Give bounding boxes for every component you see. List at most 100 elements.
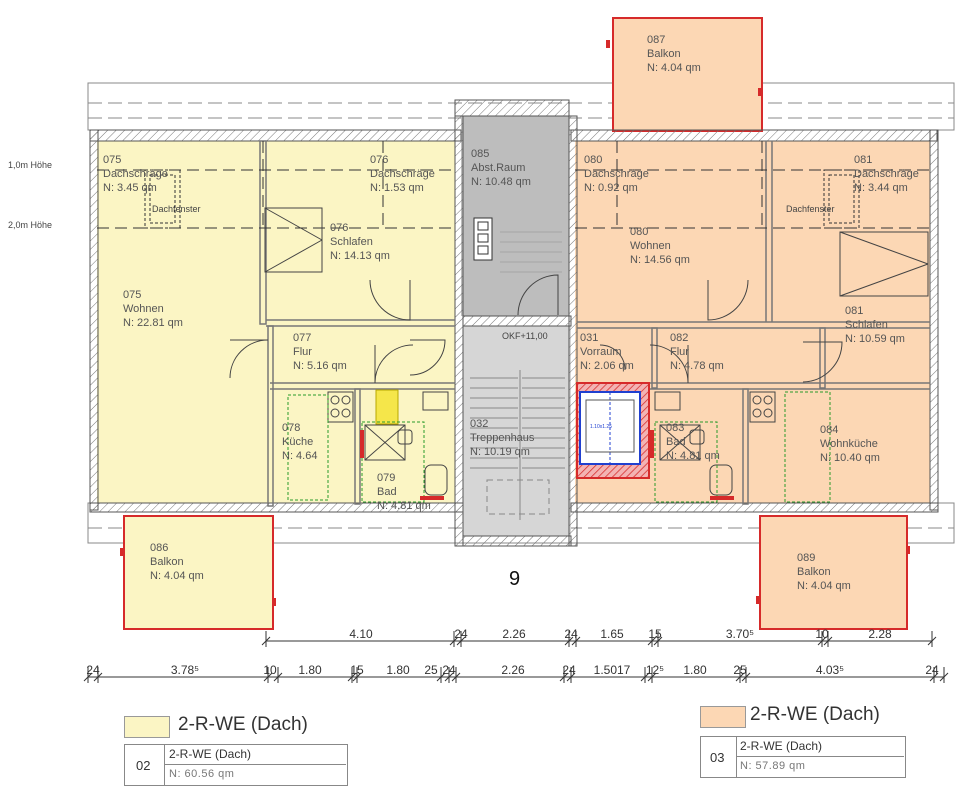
- room-075a-num: 075: [103, 154, 121, 166]
- room-078-name: Küche: [282, 436, 313, 448]
- red-markers: [120, 40, 910, 606]
- legend-left-number: 02: [136, 758, 151, 773]
- room-086-area: N: 4.04 qm: [150, 570, 204, 582]
- room-087-name: Balkon: [647, 48, 681, 60]
- dim-upper-value: 2.28: [868, 627, 892, 641]
- dim-lower-value: 12⁵: [646, 663, 664, 677]
- room-031-area: N: 2.06 qm: [580, 360, 634, 372]
- legend-right-area: N: 57.89 qm: [740, 760, 806, 772]
- dim-lower-value: 24: [925, 663, 939, 677]
- room-081-name: Schlafen: [845, 319, 888, 331]
- room-086-name: Balkon: [150, 556, 184, 568]
- room-076a-num: 076: [370, 154, 388, 166]
- balcony-086: [123, 515, 274, 630]
- room-085-name: Abst.Raum: [471, 162, 525, 174]
- room-081a-num: 081: [854, 154, 872, 166]
- dim-upper-value: 24: [564, 627, 578, 641]
- dim-upper-value: 2.26: [502, 627, 526, 641]
- room-081-area: N: 10.59 qm: [845, 333, 905, 345]
- balcony-087: [612, 17, 763, 132]
- room-080-name: Wohnen: [630, 240, 671, 252]
- room-089-num: 089: [797, 552, 815, 564]
- room-075a-name: Dachschräge: [103, 168, 168, 180]
- stair-room: [463, 326, 571, 536]
- roof-window-left: [144, 169, 181, 229]
- room-086-num: 086: [150, 542, 168, 554]
- room-081a-area: N: 3.44 qm: [854, 182, 908, 194]
- room-081a-name: Dachschräge: [854, 168, 919, 180]
- dim-upper-value: 4.10: [349, 627, 373, 641]
- room-031-name: Vorraum: [580, 346, 622, 358]
- legend-right: 2-R-WE (Dach) 03 2-R-WE (Dach) N: 57.89 …: [700, 704, 930, 782]
- elevator-shaft: [576, 382, 650, 479]
- legend-left-swatch: [124, 716, 170, 738]
- room-079-area: N: 4.81 qm: [377, 500, 431, 512]
- legend-left-divider: [164, 744, 165, 786]
- roof-window-label-right: Dachfenster: [786, 204, 835, 214]
- room-081-num: 081: [845, 305, 863, 317]
- door-arcs: [229, 274, 843, 384]
- dim-lower-value: 24: [562, 663, 576, 677]
- bed-symbol-right: [839, 231, 929, 297]
- building-number: 9: [509, 568, 520, 590]
- dim-lower-value: 1.80: [298, 663, 322, 677]
- dim-lower-value: 1.80: [386, 663, 410, 677]
- room-032-area: N: 10.19 qm: [470, 446, 530, 458]
- dim-upper-value: 3.70⁵: [726, 627, 754, 641]
- room-077-num: 077: [293, 332, 311, 344]
- dim-lower-value: 24: [86, 663, 100, 677]
- level-label: OKF+11,00: [502, 331, 548, 341]
- room-078-num: 078: [282, 422, 300, 434]
- room-080a-area: N: 0.92 qm: [584, 182, 638, 194]
- roof-window-right: [823, 169, 860, 229]
- outer-walls: [89, 99, 939, 547]
- dim-lower-value: 25: [424, 663, 438, 677]
- room-087-num: 087: [647, 34, 665, 46]
- room-075-name: Wohnen: [123, 303, 164, 315]
- room-075a-area: N: 3.45 qm: [103, 182, 157, 194]
- legend-left: 2-R-WE (Dach) 02 2-R-WE (Dach) N: 60.56 …: [124, 714, 354, 792]
- room-087-area: N: 4.04 qm: [647, 62, 701, 74]
- legend-left-name: 2-R-WE (Dach): [169, 747, 252, 761]
- room-079-num: 079: [377, 472, 395, 484]
- legend-right-number: 03: [710, 750, 725, 765]
- legend-right-name: 2-R-WE (Dach): [740, 739, 823, 753]
- legend-left-title: 2-R-WE (Dach): [178, 714, 308, 735]
- bed-symbol-left: [264, 207, 323, 273]
- room-031-num: 031: [580, 332, 598, 344]
- room-080-area: N: 14.56 qm: [630, 254, 690, 266]
- room-083-num: 083: [666, 422, 684, 434]
- room-076-num: 076: [330, 222, 348, 234]
- legend-right-swatch: [700, 706, 746, 728]
- kitchen-right-fixtures: [654, 391, 776, 496]
- room-082-num: 082: [670, 332, 688, 344]
- legend-right-title: 2-R-WE (Dach): [750, 704, 880, 725]
- legend-left-rule: [164, 764, 346, 765]
- room-075-area: N: 22.81 qm: [123, 317, 183, 329]
- legend-left-area: N: 60.56 qm: [169, 768, 235, 780]
- room-076a-area: N: 1.53 qm: [370, 182, 424, 194]
- legend-right-rule: [736, 756, 904, 757]
- room-083-area: N: 4.81 qm: [666, 450, 720, 462]
- legend-right-box: [700, 736, 906, 778]
- room-082-name: Flur: [670, 346, 689, 358]
- room-077-area: N: 5.16 qm: [293, 360, 347, 372]
- balcony-089: [759, 515, 908, 630]
- room-078-area: N: 4.64: [282, 450, 317, 462]
- elevator-specs: 1.10x1.25: [590, 424, 612, 430]
- room-076-name: Schlafen: [330, 236, 373, 248]
- roof-window-label-left: Dachfenster: [152, 204, 201, 214]
- room-089-area: N: 4.04 qm: [797, 580, 851, 592]
- room-077-name: Flur: [293, 346, 312, 358]
- room-084-name: Wohnküche: [820, 438, 878, 450]
- room-084-num: 084: [820, 424, 838, 436]
- staircase: [470, 370, 565, 520]
- room-076-area: N: 14.13 qm: [330, 250, 390, 262]
- dim-lower-value: 2.26: [501, 663, 525, 677]
- room-085-num: 085: [471, 148, 489, 160]
- dim-lower-value: 1.80: [683, 663, 707, 677]
